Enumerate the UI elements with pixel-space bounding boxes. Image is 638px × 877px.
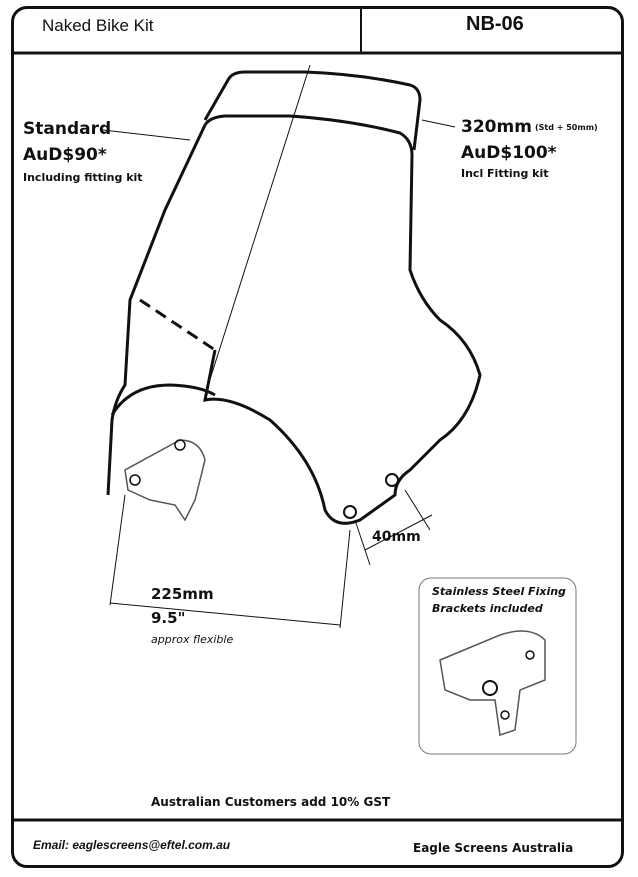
bracket-sketch xyxy=(124,439,206,522)
product-title: Naked Bike Kit xyxy=(42,16,154,35)
width-mm: 225mm xyxy=(151,585,214,603)
standard-screen-outline xyxy=(203,114,482,525)
standard-price: AuD$90* xyxy=(23,145,107,165)
tall-note: Incl Fitting kit xyxy=(461,167,549,180)
hole-spacing: 40mm xyxy=(372,529,421,545)
standard-note: Including fitting kit xyxy=(23,171,143,184)
brackets-label-1: Stainless Steel Fixing xyxy=(432,585,566,598)
mount-hole xyxy=(385,473,399,487)
gst-note: Australian Customers add 10% GST xyxy=(151,795,391,809)
width-in: 9.5" xyxy=(151,609,186,627)
tall-screen-outline xyxy=(203,70,422,151)
tall-label-note: (Std + 50mm) xyxy=(535,123,598,132)
product-code: NB-06 xyxy=(466,13,524,35)
brackets-label-2: Brackets included xyxy=(432,602,543,615)
brackets-inset xyxy=(418,577,577,755)
sheet-border xyxy=(11,6,624,868)
mount-hole xyxy=(343,505,357,519)
footer-company: Eagle Screens Australia xyxy=(413,841,574,855)
tall-label: 320mm xyxy=(461,117,532,137)
tall-price: AuD$100* xyxy=(461,143,557,163)
standard-label: Standard xyxy=(23,119,112,139)
footer-email: Email: eaglescreens@eftel.com.au xyxy=(33,838,231,852)
width-note: approx flexible xyxy=(151,633,234,646)
